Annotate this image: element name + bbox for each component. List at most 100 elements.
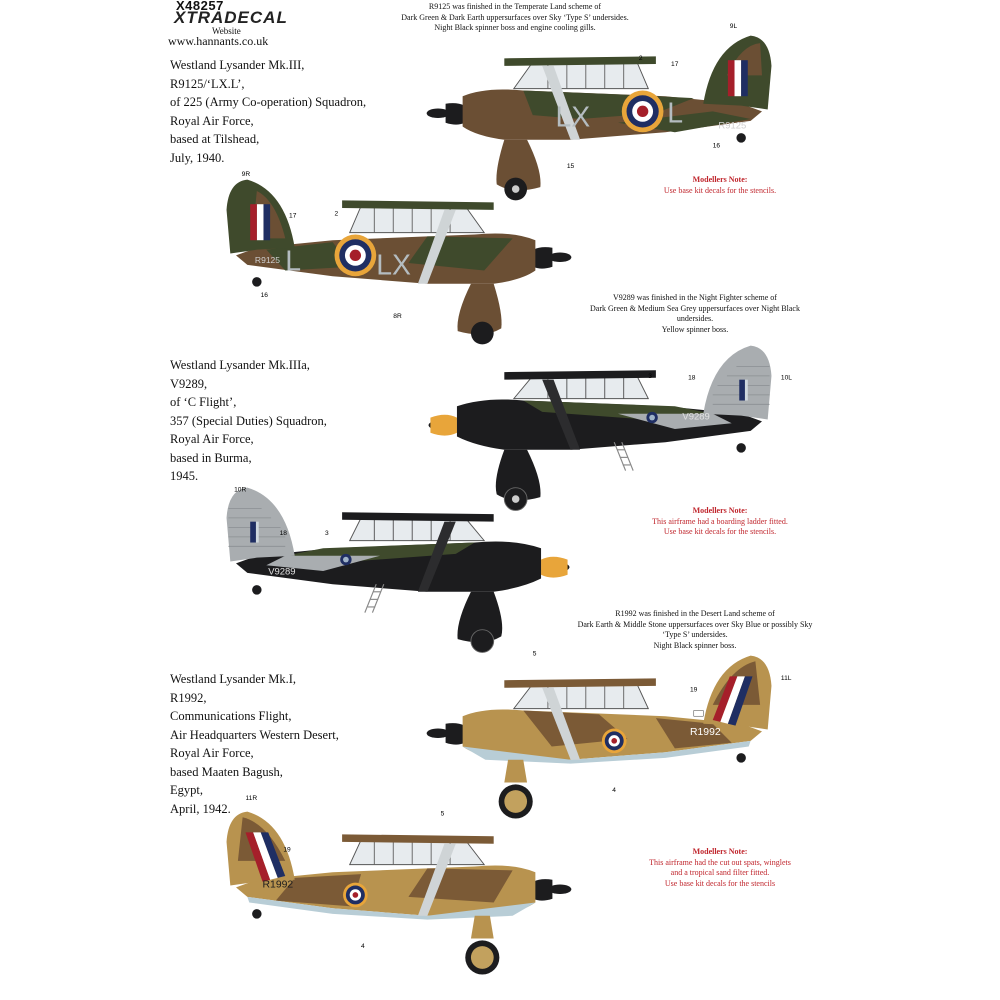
wheel-spat <box>496 139 541 191</box>
callout-number: 3 <box>325 530 329 537</box>
scheme-line: ‘Type S’ undersides. <box>662 630 728 639</box>
wing-strut <box>417 843 456 916</box>
note-line: Use base kit decals for the stencils. <box>663 185 777 195</box>
fin-flash-red <box>712 676 738 722</box>
scheme-text-1: R9125 was finished in the Temperate Land… <box>360 2 670 34</box>
scheme-line: undersides. <box>676 314 714 323</box>
wheel-spat <box>495 449 541 501</box>
note-line: and a tropical sand filter fitted. <box>670 868 770 877</box>
wheel-spat <box>457 283 502 335</box>
callout-number: 11L <box>781 675 792 682</box>
fin-flash-white <box>253 832 278 880</box>
spinner <box>430 414 457 436</box>
scheme-line: Dark Green & Dark Earth uppersurfaces ov… <box>401 12 629 22</box>
description-line: based at Tilshead, <box>170 132 260 146</box>
callout-number: 16 <box>713 142 721 149</box>
callout-number: 10L <box>781 375 792 382</box>
spinner <box>541 556 568 578</box>
scheme-line: Yellow spinner boss. <box>661 324 729 334</box>
description-line: R1992, <box>170 690 207 705</box>
roundel-red <box>349 249 362 262</box>
note-line: This airframe had the cut out spats, win… <box>649 857 791 867</box>
modellers-note-3: Modellers Note: This airframe had the cu… <box>590 847 850 889</box>
scheme-line: R1992 was finished in the Desert Land sc… <box>615 609 775 618</box>
fin-flash-light <box>744 379 748 401</box>
serial-number: V9289 <box>268 567 295 578</box>
tail-wheel <box>252 277 262 287</box>
scheme-line: Night Black spinner boss and engine cool… <box>434 23 596 32</box>
description-line: of 225 (Army Co-operation) Squadron, <box>170 95 367 109</box>
wheel-hub <box>511 495 520 503</box>
aircraft-description-1: Westland Lysander Mk.III, R9125/‘LX.L’, … <box>170 56 410 167</box>
aircraft-letter: L <box>667 98 683 130</box>
callout-number: 17 <box>671 61 679 68</box>
callout-number: 19 <box>283 846 291 853</box>
note-title: Modellers Note: <box>692 506 748 515</box>
serial-number: R9125 <box>718 120 746 131</box>
website-url[interactable]: www.hannants.co.uk <box>168 34 269 48</box>
description-line: Royal Air Force, <box>170 746 254 760</box>
description-line: Royal Air Force, <box>170 432 254 446</box>
roundel-red <box>611 738 618 744</box>
description-line: Westland Lysander Mk.I, <box>170 672 297 686</box>
description-line: Egypt, <box>170 783 203 797</box>
scheme-line: Night Black spinner boss. <box>653 640 737 650</box>
camo-patch <box>266 242 352 271</box>
wing <box>342 834 494 844</box>
squadron-code: LX <box>376 249 411 281</box>
fin-flash-blue <box>263 204 271 241</box>
spinner <box>533 879 553 901</box>
tail-wheel <box>252 909 262 919</box>
tail-wheel <box>736 753 746 763</box>
description-line: July, 1940. <box>170 150 225 165</box>
fin-flash-blue <box>727 676 753 726</box>
serial-number: R1992 <box>690 727 721 738</box>
callout-number: 19 <box>690 687 698 694</box>
propeller-blade <box>548 884 572 894</box>
description-line: based Maaten Bagush, <box>170 764 283 779</box>
description-line: Royal Air Force, <box>170 113 254 128</box>
aircraft-description-2: Westland Lysander Mk.IIIa, V9289, of ‘C … <box>170 356 410 486</box>
boarding-ladder <box>364 583 385 613</box>
modellers-note-2: Modellers Note: This airframe had a boar… <box>590 506 850 538</box>
fin-flash-blue <box>260 832 286 878</box>
wheel-spat <box>457 591 503 643</box>
canopy <box>512 61 650 90</box>
canopy <box>348 839 486 866</box>
tail-fin <box>226 487 295 562</box>
roundel-centre <box>343 556 349 563</box>
brand-header: X48257 XTRADECAL Website www.hannants.co… <box>8 0 308 48</box>
callout-number: 8R <box>393 313 402 320</box>
underside <box>462 740 751 764</box>
aircraft-profile-v9289-left: V9289 3 18 10L <box>428 345 792 511</box>
fin-flash-red <box>245 832 271 882</box>
roundel-red <box>636 105 649 118</box>
serial-number: R1992 <box>263 879 294 890</box>
aircraft-profile-r1992-left: R1992 5 19 11L 4 <box>426 651 792 819</box>
description-line: Westland Lysander Mk.IIIa, <box>170 358 310 372</box>
wheel-hub <box>511 185 520 193</box>
camo-patch <box>655 718 732 749</box>
description-line: V9289, <box>170 376 208 391</box>
fin-flash-light <box>255 521 259 543</box>
callout-number: 17 <box>289 212 297 219</box>
roundel-centre <box>649 414 655 421</box>
serial-number: V9289 <box>682 411 709 422</box>
callout-number: 5 <box>441 810 445 817</box>
note-title: Modellers Note: <box>692 175 748 184</box>
scheme-text-2: V9289 was finished in the Night Fighter … <box>540 293 850 335</box>
callout-number: 18 <box>280 530 288 537</box>
fin-flash-blue <box>250 521 256 543</box>
description-line: Air Headquarters Western Desert, <box>170 727 339 742</box>
description-line: Westland Lysander Mk.III, <box>170 58 305 72</box>
callout-number: 11R <box>245 795 257 802</box>
brand-logo: XTRADECAL <box>174 8 288 27</box>
mirrored-airframe <box>226 811 572 975</box>
description-line: of ‘C Flight’, <box>170 395 237 409</box>
product-code: X48257 <box>176 0 224 13</box>
wing <box>342 200 494 210</box>
mirrored-airframe <box>226 487 570 653</box>
boarding-ladder <box>613 441 634 471</box>
callout-number: 15 <box>567 163 575 170</box>
propeller-blade <box>426 108 450 118</box>
